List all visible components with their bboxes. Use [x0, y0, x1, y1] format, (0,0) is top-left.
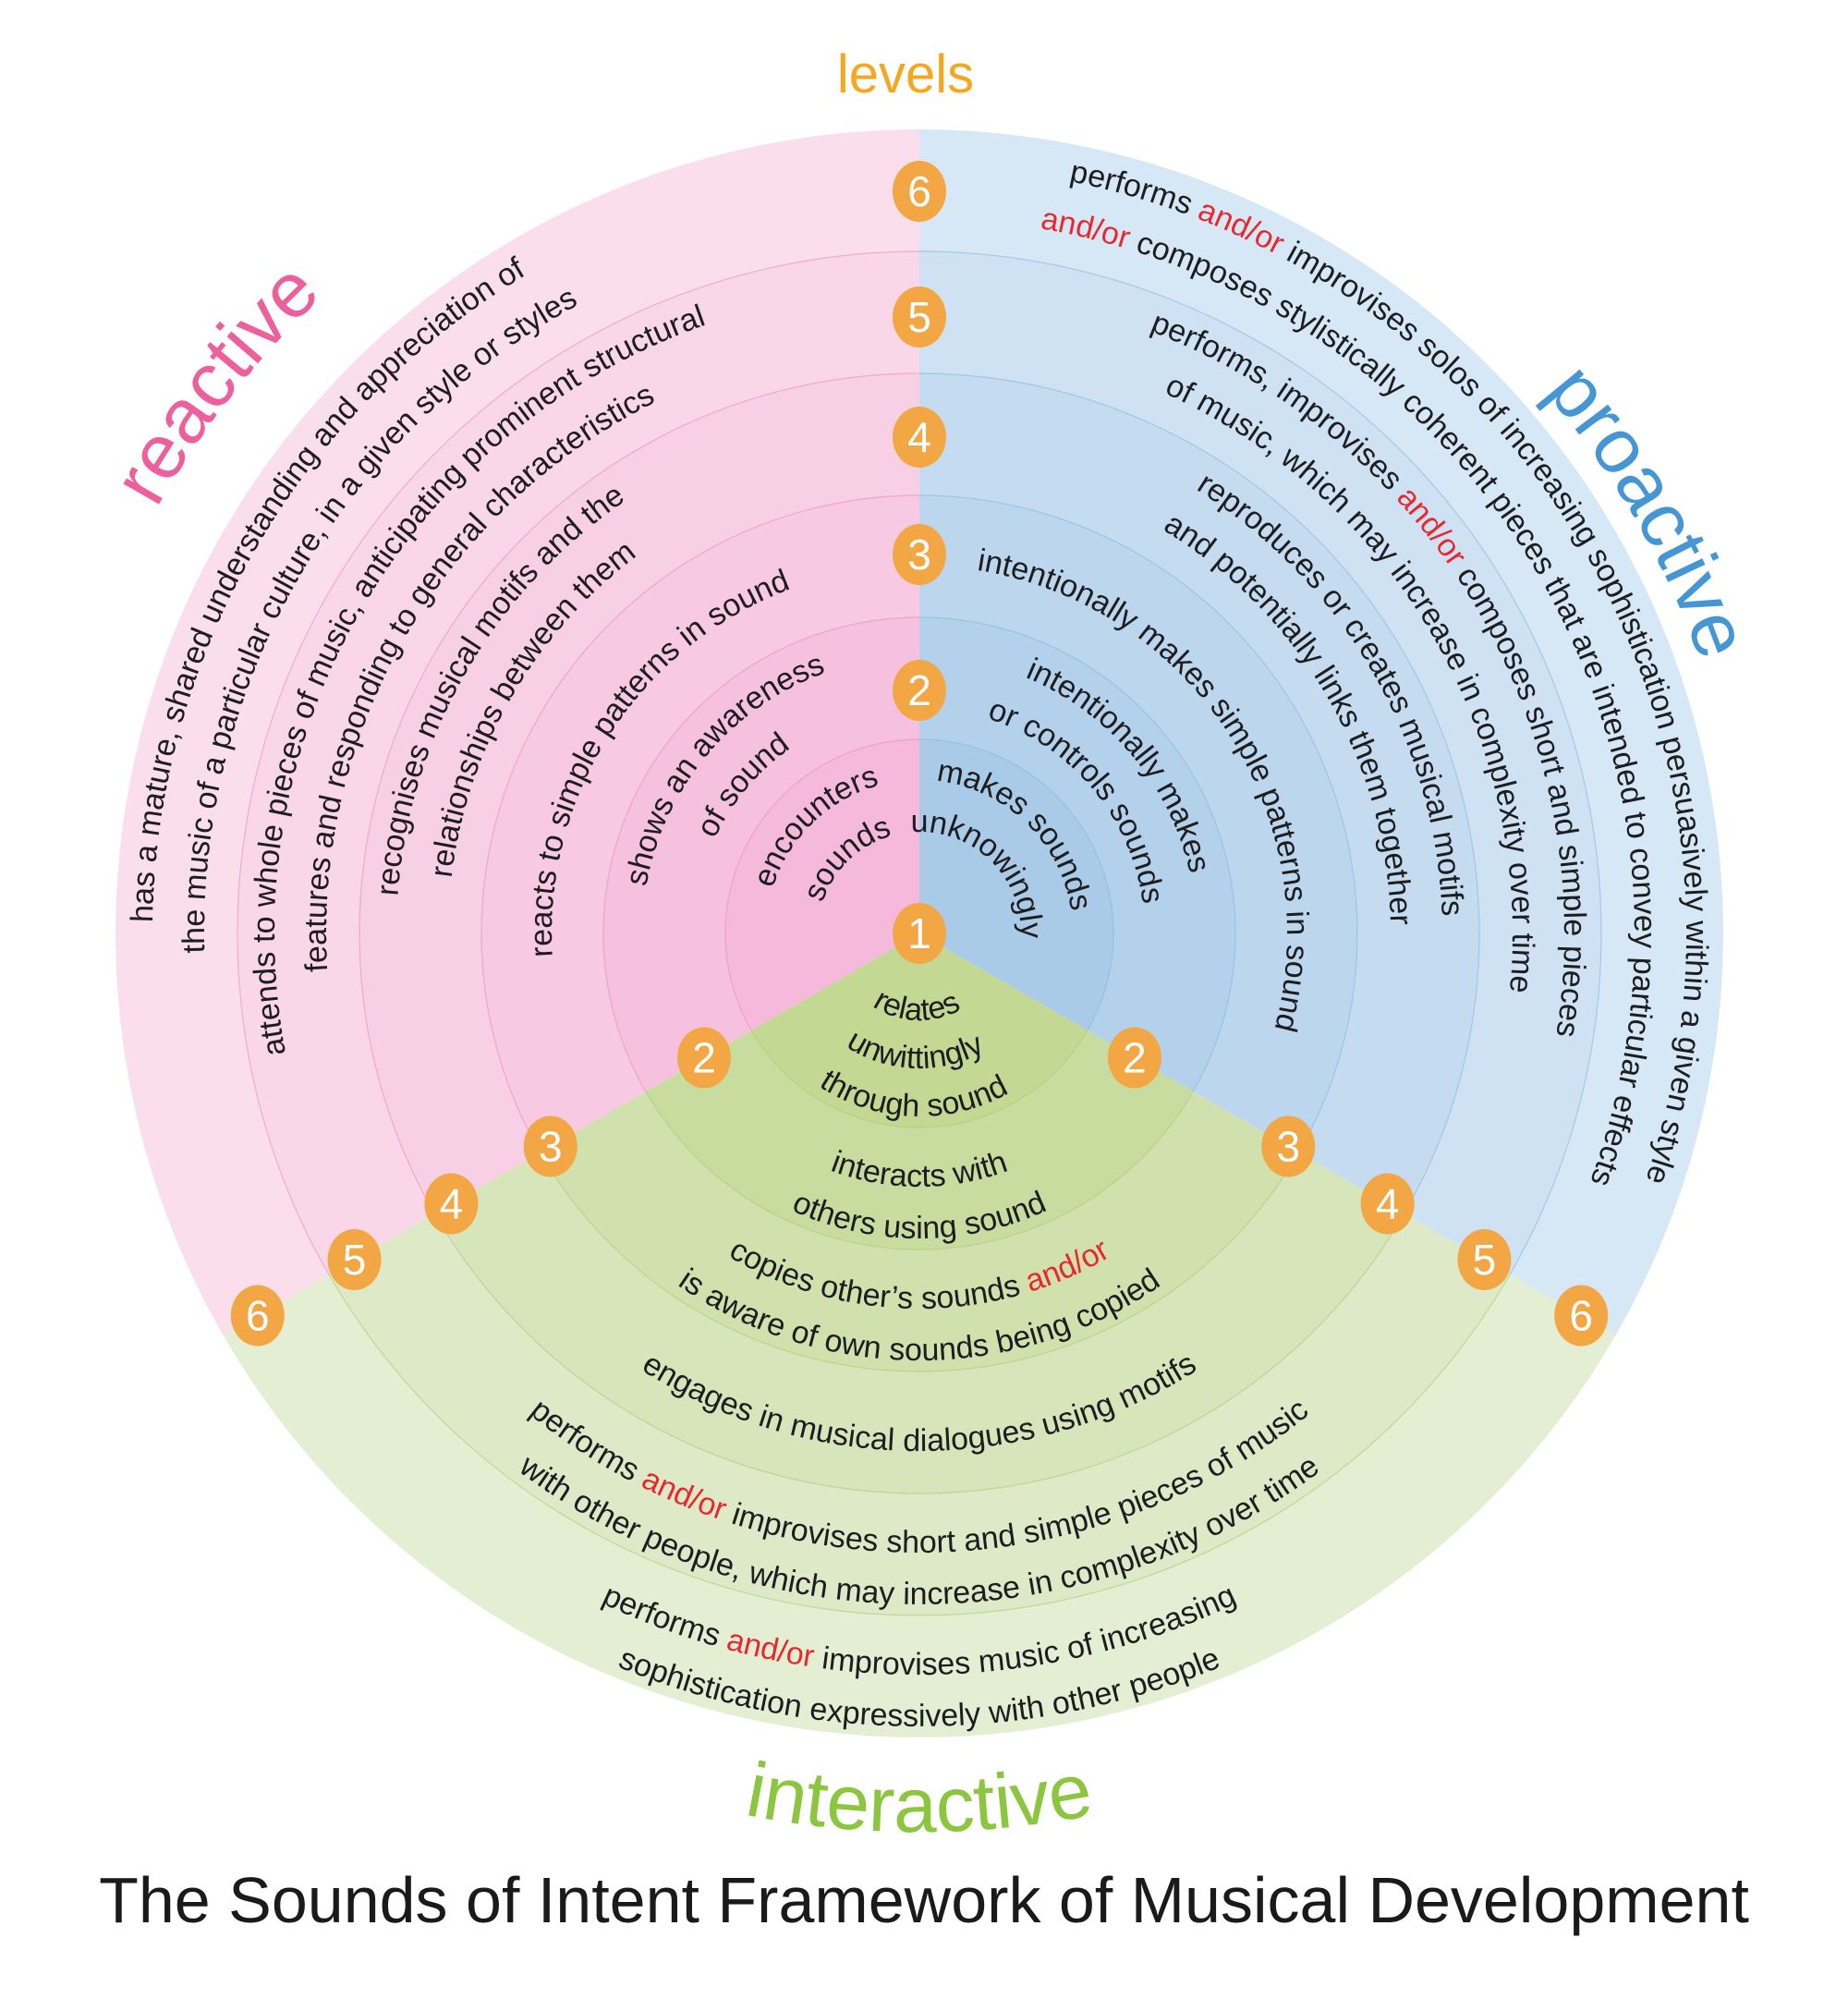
level-badge-number: 6: [907, 167, 931, 215]
band-reactive-3: [480, 495, 919, 1152]
level-badge-6-left: 6: [230, 1285, 285, 1347]
level-badge-5-right: 5: [1457, 1229, 1512, 1290]
level-badge-number: 3: [1276, 1123, 1300, 1171]
band-proactive-6: [919, 129, 1723, 1335]
level-badge-number: 3: [539, 1123, 563, 1171]
ring-boundary-proactive-2: [918, 616, 1236, 1092]
level-badge-3-top: 3: [893, 524, 946, 585]
level-badge-2-top: 2: [893, 660, 946, 721]
band-interactive-4: [434, 1152, 1404, 1493]
level-badge-number: 2: [692, 1034, 716, 1082]
band-proactive-5: [919, 251, 1601, 1274]
ring-boundary-proactive-1: [918, 738, 1114, 1031]
band-reactive-6: [116, 129, 920, 1335]
level-badge-number: 5: [343, 1236, 367, 1284]
sector-label-interactive: interactive: [740, 1746, 1098, 1849]
level-badge-2-left: 2: [677, 1027, 732, 1089]
band-interactive-1: [751, 933, 1088, 1128]
band-reactive-2: [602, 616, 919, 1091]
ring-boundary-reactive-4: [359, 372, 920, 1214]
ring-boundary-reactive-3: [480, 494, 920, 1153]
ring-boundary-proactive-5: [918, 250, 1602, 1275]
ring-boundary-interactive-4: [433, 1213, 1405, 1494]
level-badge-number: 2: [907, 666, 931, 714]
ring-boundary-proactive-3: [918, 494, 1358, 1153]
level-badge-5-left: 5: [327, 1229, 382, 1290]
ring-boundary-reactive-5: [237, 250, 920, 1275]
ring-boundaries: [237, 250, 1602, 1616]
band-reactive-5: [237, 251, 919, 1274]
band-proactive-4: [919, 373, 1479, 1213]
level-badge-number: 1: [907, 909, 931, 957]
level-badge-2-right: 2: [1107, 1027, 1161, 1089]
level-badge-number: 6: [246, 1292, 270, 1340]
band-proactive-2: [919, 617, 1236, 1091]
band-proactive-1: [919, 739, 1114, 1030]
band-interactive-3: [540, 1091, 1299, 1372]
band-reactive-1: [724, 738, 919, 1030]
level-badge-4-top: 4: [893, 407, 946, 468]
ring-boundary-reactive-1: [724, 738, 920, 1031]
band-proactive-3: [919, 495, 1358, 1152]
level-badge-1-center: 1: [893, 903, 946, 964]
band-interactive-6: [223, 1274, 1616, 1737]
level-badge-number: 4: [907, 413, 931, 461]
ring-boundary-interactive-2: [645, 1091, 1194, 1250]
level-badges: 1 2 3 4 5 6 2 3 4 5 6 2 3 4 5 6: [230, 161, 1609, 1347]
level-badge-number: 2: [1123, 1034, 1147, 1082]
level-badge-number: 6: [1569, 1292, 1593, 1340]
levels-label: levels: [837, 44, 974, 104]
ring-boundary-interactive-3: [539, 1152, 1300, 1372]
level-badge-number: 5: [907, 293, 931, 341]
level-badge-number: 3: [907, 530, 931, 579]
level-badge-5-top: 5: [893, 286, 946, 347]
level-badge-4-right: 4: [1360, 1173, 1415, 1235]
level-badge-4-left: 4: [424, 1173, 479, 1235]
level-badge-6-right: 6: [1554, 1285, 1609, 1347]
band-interactive-5: [328, 1213, 1511, 1615]
ring-boundary-reactive-2: [602, 616, 920, 1092]
ring-boundary-interactive-1: [750, 1030, 1088, 1128]
level-badge-6-top: 6: [893, 161, 946, 222]
ring-boundary-proactive-4: [918, 372, 1480, 1214]
level-badge-number: 4: [1376, 1180, 1400, 1228]
level-badge-3-right: 3: [1261, 1115, 1316, 1177]
level-badge-number: 4: [440, 1180, 464, 1228]
level-badge-number: 5: [1473, 1236, 1497, 1284]
band-reactive-4: [359, 373, 920, 1213]
diagram-title: The Sounds of Intent Framework of Musica…: [99, 1864, 1749, 1936]
band-interactive-2: [645, 1030, 1194, 1250]
level-badge-3-left: 3: [523, 1115, 578, 1177]
ring-boundary-interactive-5: [328, 1274, 1511, 1616]
sector-bands: [116, 129, 1723, 1737]
